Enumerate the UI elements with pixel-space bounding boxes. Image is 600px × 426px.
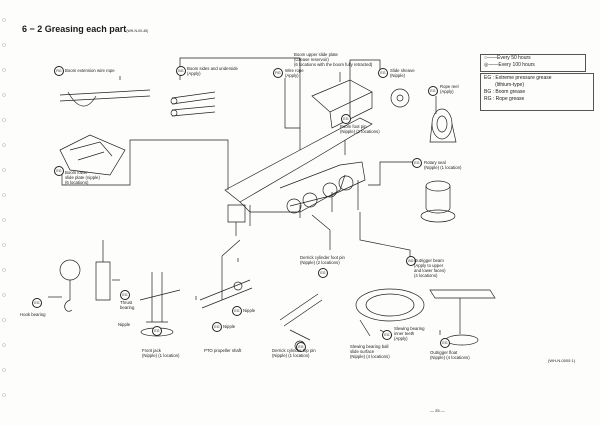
- grease-type-tag-eg: EG: [440, 338, 450, 348]
- grease-type-tag-eg: EG: [341, 114, 351, 124]
- title-code: (WH-N-00-45): [126, 29, 149, 33]
- grease-legend-2: (lithium-type): [484, 82, 525, 88]
- callout-pto-nipple-upper: Nipple: [243, 308, 256, 313]
- grease-type-tag-bg: BG: [176, 66, 186, 76]
- callout-wire-rope: Wire rope (Apply): [285, 68, 304, 78]
- grease-type-tag-eg: EG: [120, 290, 130, 300]
- callout-boom-foot-pin: Boom foot pin (Nipple) (2 locations): [340, 124, 380, 134]
- page-number: — 25 —: [430, 408, 445, 413]
- callout-boom-sides: Boom sides and underside (Apply): [187, 66, 238, 76]
- grease-type-tag-eg: EG: [382, 330, 392, 340]
- caption-slewing-bearing-ball: Slewing bearing ball slide surface (Nipp…: [350, 344, 390, 359]
- schedule-legend-box: [480, 54, 586, 72]
- callout-slide-sheave: Slide sheave (Nipple): [390, 68, 415, 78]
- grease-type-tag-eg: EG: [318, 268, 328, 278]
- grease-type-tag-eg: EG: [212, 322, 222, 332]
- binding-holes: [2, 18, 6, 397]
- schedule-legend-1: ○——Every 50 hours: [484, 55, 531, 61]
- grease-type-tag-eg: EG: [428, 86, 438, 96]
- callout-rotary-seal: Rotary seal (Nipple) (1 location): [424, 160, 462, 170]
- grease-type-tag-eg: EG: [378, 68, 388, 78]
- figure-code: (WH-N-0005 1): [548, 358, 576, 363]
- callout-boom-upper-slide-plate: Boom upper slide plate (Grease reservoir…: [294, 52, 373, 67]
- grease-type-tag-rg: RG: [273, 68, 283, 78]
- callout-rope-reel: Rope reel (Apply): [440, 84, 459, 94]
- grease-type-tag-bg: BG: [406, 256, 416, 266]
- callout-outrigger-beam: Outrigger beam (Apply to upper and lower…: [414, 258, 446, 278]
- caption-pto-propeller-shaft: PTO propeller shaft: [204, 348, 242, 353]
- grease-legend-box: [480, 73, 594, 111]
- grease-type-tag-eg: EG: [32, 298, 42, 308]
- callout-slewing-bearing-teeth: Slewing bearing inner teeth (Apply): [394, 326, 425, 341]
- title-text: 6 − 2 Greasing each part: [22, 24, 127, 34]
- grease-type-tag-eg: EG: [412, 158, 422, 168]
- schedule-legend-2: ◎——Every 100 hours: [484, 62, 535, 68]
- grease-type-tag-rg: RG: [54, 66, 64, 76]
- callout-hook-bearing: Hook bearing: [20, 312, 46, 317]
- grease-legend-1: EG : Extreme pressure grease: [484, 75, 552, 81]
- callout-boom-extension-wire-rope: Boom extension wire rope: [65, 68, 115, 73]
- grease-legend-4: RG : Rope grease: [484, 96, 525, 102]
- grease-type-tag-eg: EG: [296, 342, 306, 352]
- grease-type-tag-eg: EG: [232, 306, 242, 316]
- grease-legend-3: BG : Boom grease: [484, 89, 526, 95]
- caption-front-jack: Front jack (Nipple) (1 location): [142, 348, 180, 358]
- caption-derrick-cylinder-top-pin: Derrick cylinder top pin (Nipple) (1 loc…: [272, 348, 316, 358]
- callout-pto-nipple-lower: Nipple: [223, 324, 236, 329]
- callout-thrust-bearing: Thrust bearing: [120, 300, 135, 310]
- grease-type-tag-eg: EG: [54, 166, 64, 176]
- page-title: 6 − 2 Greasing each part(WH-N-00-45): [22, 24, 148, 34]
- caption-outrigger-float: Outrigger float (Nipple) (4 locations): [430, 350, 470, 360]
- grease-type-tag-eg: EG: [152, 326, 162, 336]
- callout-nipple: Nipple: [118, 322, 131, 327]
- callout-boom-lower-slide-plate: Boom lower slide plate (nipple) (6 locat…: [65, 170, 100, 185]
- callout-derrick-cylinder-foot-pin: Derrick cylinder foot pin (Nipple) (2 lo…: [300, 255, 345, 265]
